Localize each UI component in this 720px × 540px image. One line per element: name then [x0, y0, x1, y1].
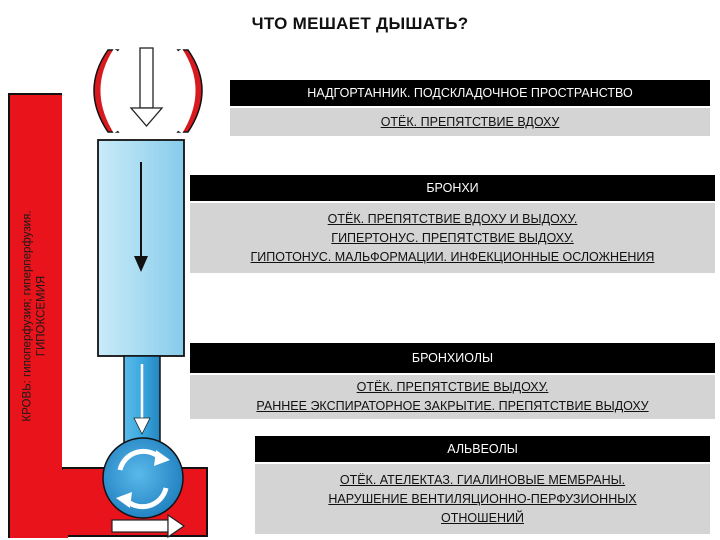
- bronchi-header: БРОНХИ: [190, 175, 715, 201]
- bronchi-line-3: ГИПОТОНУС. МАЛЬФОРМАЦИИ. ИНФЕКЦИОННЫЕ ОС…: [250, 249, 655, 264]
- larynx-line-1: ОТЁК. ПРЕПЯТСТВИЕ ВДОХУ: [380, 114, 560, 129]
- alveoli-line-2: НАРУШЕНИЕ ВЕНТИЛЯЦИОННО-ПЕРФУЗИОННЫХ: [328, 491, 637, 506]
- epiglottis-left-icon: [93, 48, 120, 134]
- bronchi-panel: ОТЁК. ПРЕПЯТСТВИЕ ВДОХУ И ВЫДОХУ. ГИПЕРТ…: [190, 203, 715, 273]
- alveoli-header: АЛЬВЕОЛЫ: [255, 436, 710, 462]
- bronchioles-header: БРОНХИОЛЫ: [190, 343, 715, 373]
- blood-label-line1: КРОВЬ: гипоперфузия; гиперперфузия.: [22, 209, 34, 422]
- epiglottis-right-icon: [176, 48, 203, 134]
- bronchi-line-1: ОТЁК. ПРЕПЯТСТВИЕ ВДОХУ И ВЫДОХУ.: [327, 211, 578, 226]
- trachea-arrow-icon: [134, 162, 148, 272]
- blood-label: КРОВЬ: гипоперфузия; гиперперфузия. ГИПО…: [8, 93, 62, 538]
- inhale-arrow-icon: [129, 47, 164, 127]
- alveoli-line-3: ОТНОШЕНИЙ: [441, 510, 524, 525]
- blood-bar: [8, 93, 62, 538]
- bronchioles-line-1: ОТЁК. ПРЕПЯТСТВИЕ ВЫДОХУ.: [356, 380, 549, 394]
- larynx-header: НАДГОРТАННИК. ПОДСКЛАДОЧНОЕ ПРОСТРАНСТВО: [230, 80, 710, 106]
- larynx-panel: ОТЁК. ПРЕПЯТСТВИЕ ВДОХУ: [230, 108, 710, 136]
- blood-label-line2: ГИПОКСЕМИЯ: [36, 275, 48, 356]
- exhale-arrow-icon: [111, 513, 186, 539]
- diagram-title: ЧТО МЕШАЕТ ДЫШАТЬ?: [251, 14, 469, 33]
- circulation-cycle-icon: [117, 448, 169, 510]
- bronchioles-line-2: РАННЕЕ ЭКСПИРАТОРНОЕ ЗАКРЫТИЕ. ПРЕПЯТСТВ…: [256, 399, 649, 413]
- alveoli-panel: ОТЁК. АТЕЛЕКТАЗ. ГИАЛИНОВЫЕ МЕМБРАНЫ. НА…: [255, 464, 710, 534]
- bronchi-line-2: ГИПЕРТОНУС. ПРЕПЯТСТВИЕ ВЫДОХУ.: [331, 230, 574, 245]
- bronchioles-panel: ОТЁК. ПРЕПЯТСТВИЕ ВЫДОХУ. РАННЕЕ ЭКСПИРА…: [190, 375, 715, 419]
- bronchiole-arrow-icon: [133, 364, 151, 435]
- alveoli-line-1: ОТЁК. АТЕЛЕКТАЗ. ГИАЛИНОВЫЕ МЕМБРАНЫ.: [339, 472, 626, 487]
